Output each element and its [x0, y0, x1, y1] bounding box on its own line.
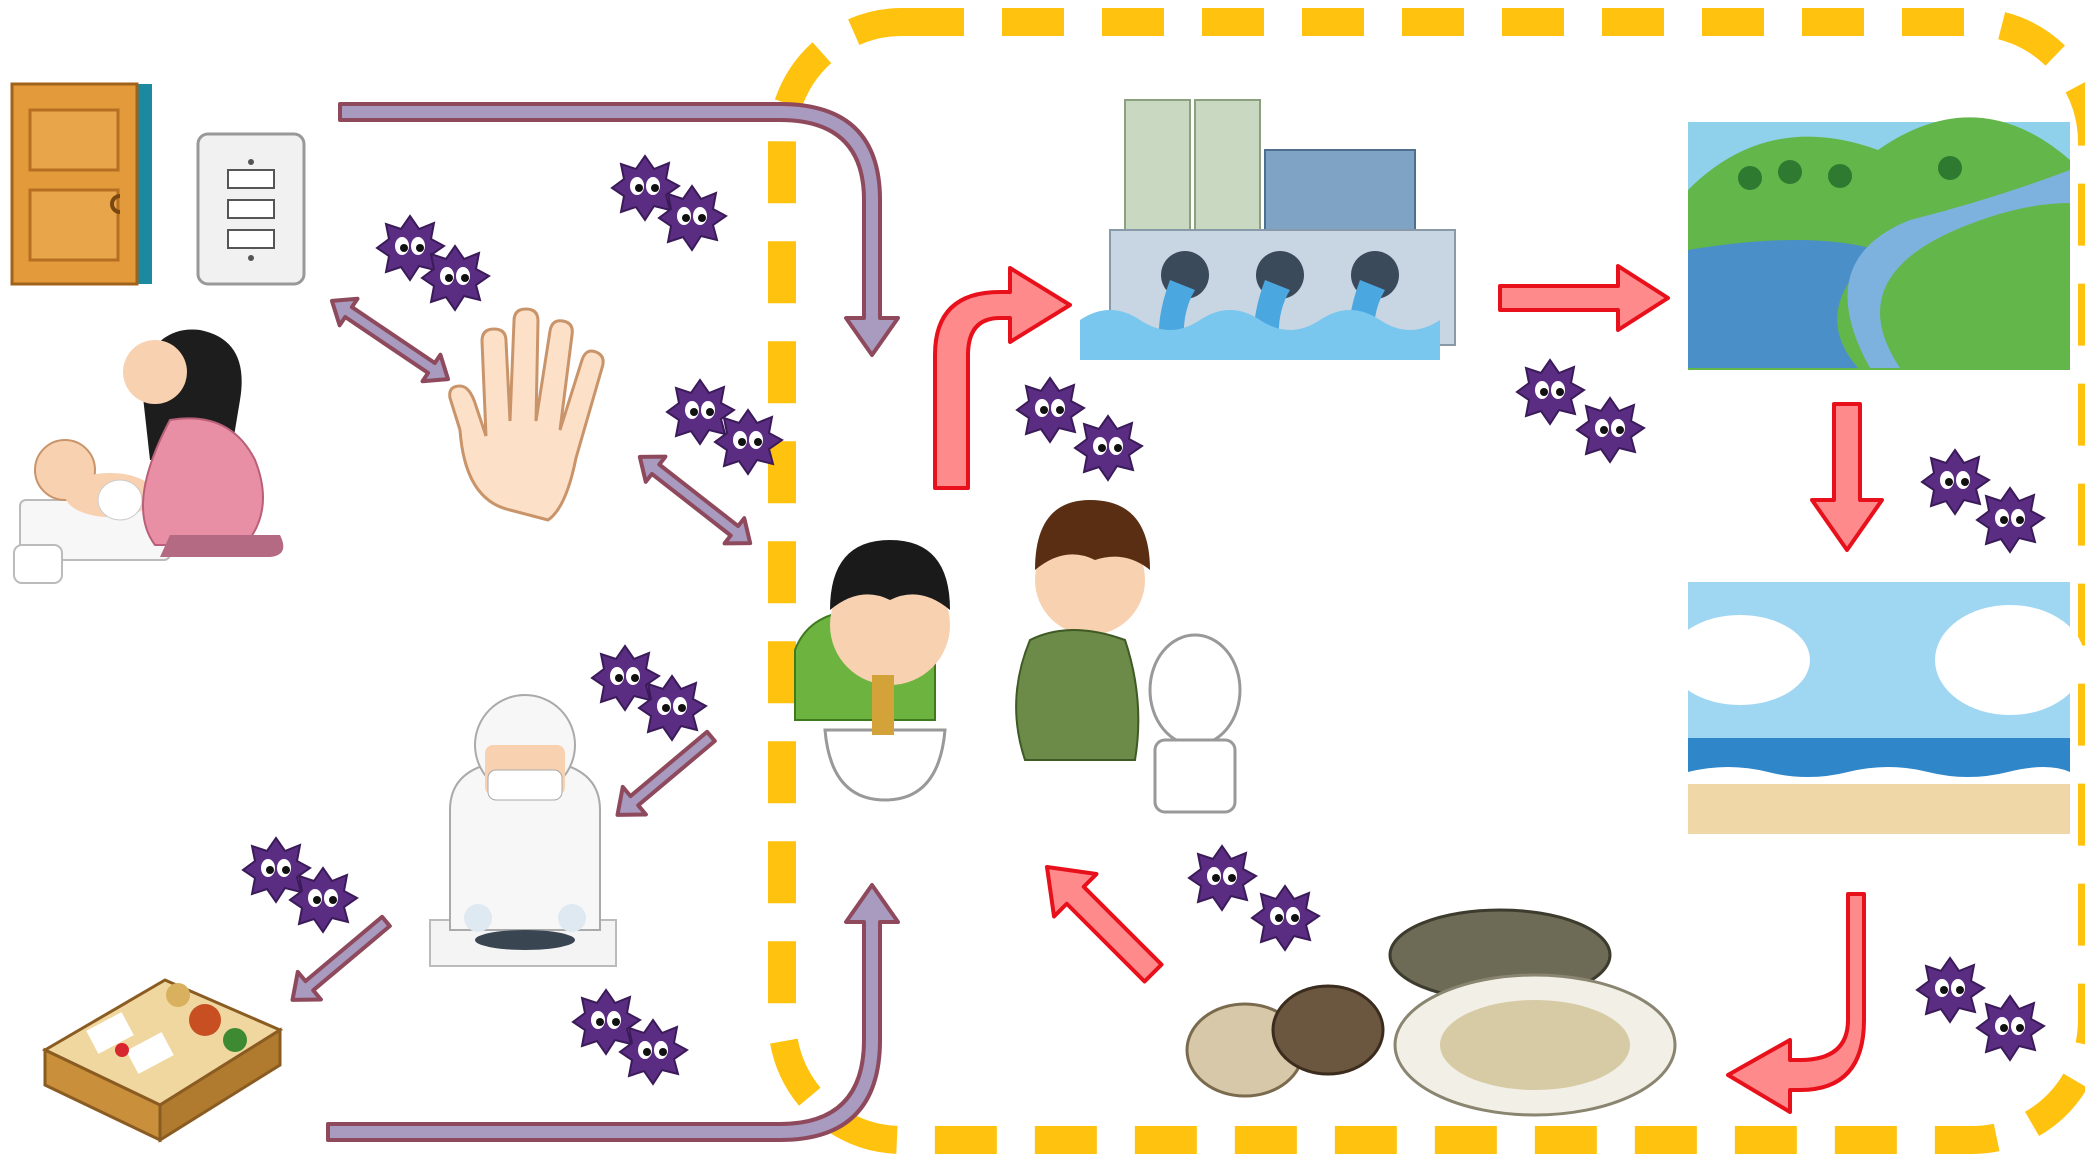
virus-icon [573, 990, 687, 1084]
sick-children-icon [795, 500, 1240, 812]
arrow-switch-hand [323, 288, 457, 393]
virus-icon [1917, 958, 2044, 1060]
virus-icon [612, 156, 726, 250]
arrow-river-to-sea [1812, 404, 1882, 550]
arrow-sewage-to-river [1500, 266, 1668, 330]
arrow-shellfish-to-patient [1026, 846, 1174, 994]
virus-icon [243, 838, 357, 932]
virus-icon [1017, 378, 1142, 480]
sewage-plant-icon [1080, 100, 1455, 360]
arrow-patient-to-handler [606, 723, 723, 829]
oyster-clam-icon [1187, 910, 1675, 1115]
contact-route-arrows [281, 104, 898, 1140]
arrow-sea-to-shellfish [1728, 894, 1864, 1112]
mother-changing-diaper-icon [14, 330, 283, 584]
virus-icon [377, 216, 489, 310]
hand-icon [450, 309, 603, 520]
virus-icon [1517, 360, 1644, 462]
virus-icon [592, 646, 706, 740]
door-icon [12, 84, 152, 284]
virus-icon [1189, 846, 1319, 950]
food-handler-icon [430, 695, 616, 966]
sea-beach-icon [1670, 582, 2085, 834]
virus-icon [667, 380, 782, 474]
virus-icon [1922, 450, 2044, 552]
bento-box-icon [45, 980, 280, 1140]
river-landscape-icon [1688, 117, 2070, 370]
light-switch-icon [198, 134, 304, 284]
